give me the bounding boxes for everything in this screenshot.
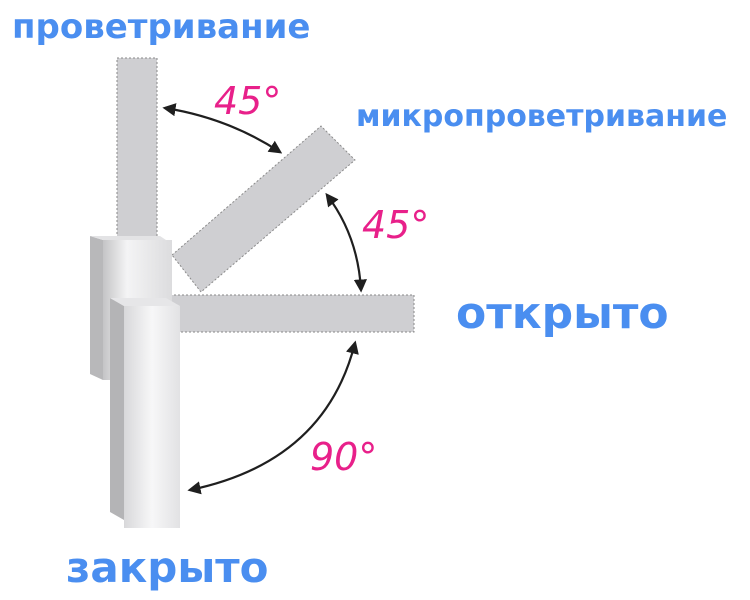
label-ventilation: проветривание: [12, 7, 310, 47]
handle-grip-closed: [110, 298, 180, 528]
arrow-open-to-closed: [187, 340, 359, 495]
handle-bar-ventilation: [116, 57, 158, 239]
label-open: открыто: [456, 288, 669, 339]
handle-bar-micro-ventilation: [171, 125, 356, 293]
label-closed: закрыто: [66, 543, 269, 592]
angle-label-open-to-closed: 90°: [310, 435, 377, 479]
handle-bar-open: [169, 294, 415, 333]
angle-label-ventilation-to-micro: 45°: [214, 79, 281, 123]
arrow-ventilation-to-micro: [162, 103, 283, 154]
arrow-micro-to-open: [325, 192, 368, 293]
label-micro-ventilation: микропроветривание: [356, 99, 727, 134]
angle-label-micro-to-open: 45°: [362, 203, 429, 247]
